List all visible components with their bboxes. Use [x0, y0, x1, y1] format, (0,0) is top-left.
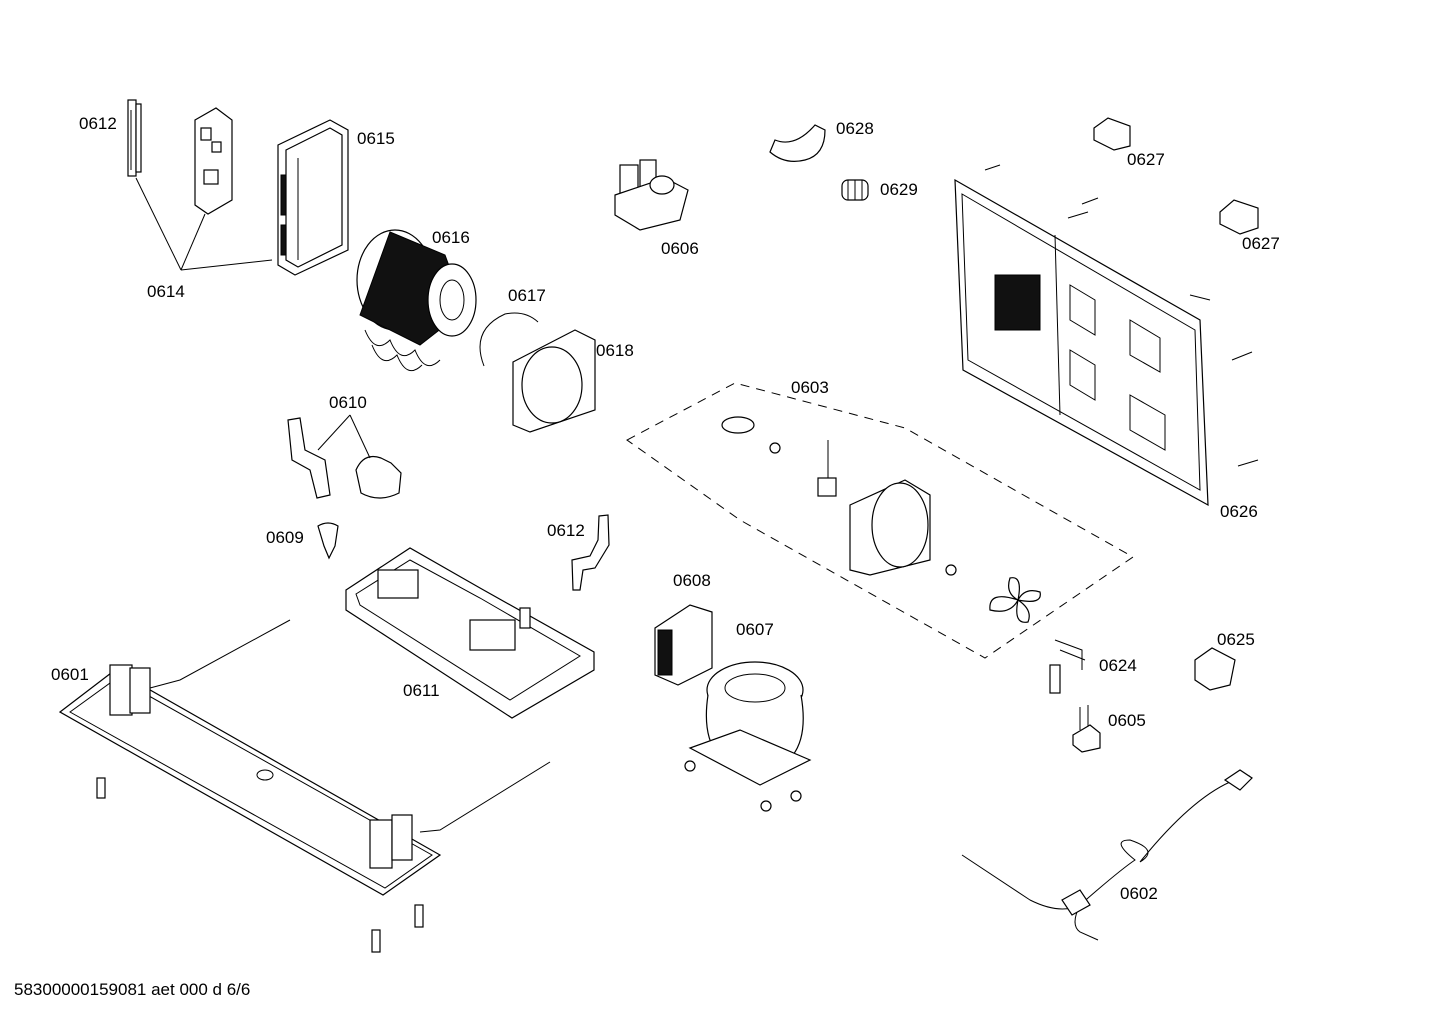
part-label: 0616 [432, 228, 470, 247]
part-0613-bracket [127, 99, 142, 177]
part-0627-a [1093, 117, 1131, 151]
part-0616-evaporator-coil [356, 229, 477, 372]
part-0618-fan-shroud [512, 329, 596, 433]
part-label: 0606 [661, 239, 699, 258]
part-0614-control-board [135, 107, 273, 271]
part-label: 0629 [880, 180, 918, 199]
part-label: 0627 [1242, 234, 1280, 253]
part-label: 0625 [1217, 630, 1255, 649]
part-label: 0601 [51, 665, 89, 684]
part-label: 0603 [791, 378, 829, 397]
part-0625-relay [1194, 647, 1236, 691]
part-0615-housing [277, 119, 349, 276]
part-label: 0627 [1127, 150, 1165, 169]
part-label: 0609 [266, 528, 304, 547]
part-label: 0608 [673, 571, 711, 590]
part-label: 0626 [1220, 502, 1258, 521]
part-0617-clip [479, 312, 539, 367]
part-0626-rear-panel [954, 164, 1259, 507]
part-0605-capacitor [1072, 705, 1101, 753]
part-label: 0611 [403, 681, 440, 700]
part-label: 0624 [1099, 656, 1137, 675]
part-label: 0602 [1120, 884, 1158, 903]
part-label: 0605 [1108, 711, 1146, 730]
part-0627-b [1219, 199, 1259, 235]
part-label: 0614 [147, 282, 185, 301]
part-0611-tray [345, 547, 595, 719]
part-0603-fan-assembly [626, 382, 1134, 659]
part-0610-ducts [287, 414, 402, 499]
part-label: 0615 [357, 129, 395, 148]
part-0607-compressor [684, 661, 812, 812]
part-0612-pipe [571, 514, 610, 591]
part-0628 [769, 124, 826, 162]
part-0624-sensor [1049, 639, 1086, 694]
part-0609 [317, 522, 339, 560]
part-label: 0617 [508, 286, 546, 305]
part-0608-relay-box [654, 604, 713, 686]
part-0602-cable [961, 769, 1253, 941]
part-label: 0607 [736, 620, 774, 639]
part-0601-base-frame [58, 619, 551, 953]
part-0629 [841, 179, 869, 201]
part-label: 0612 [79, 114, 117, 133]
part-0606-valve [614, 159, 689, 231]
part-label: 0610 [329, 393, 367, 412]
part-label: 0612 [547, 521, 585, 540]
part-label: 0618 [596, 341, 634, 360]
part-label: 0628 [836, 119, 874, 138]
document-reference: 58300000159081 aet 000 d 6/6 [14, 980, 251, 999]
